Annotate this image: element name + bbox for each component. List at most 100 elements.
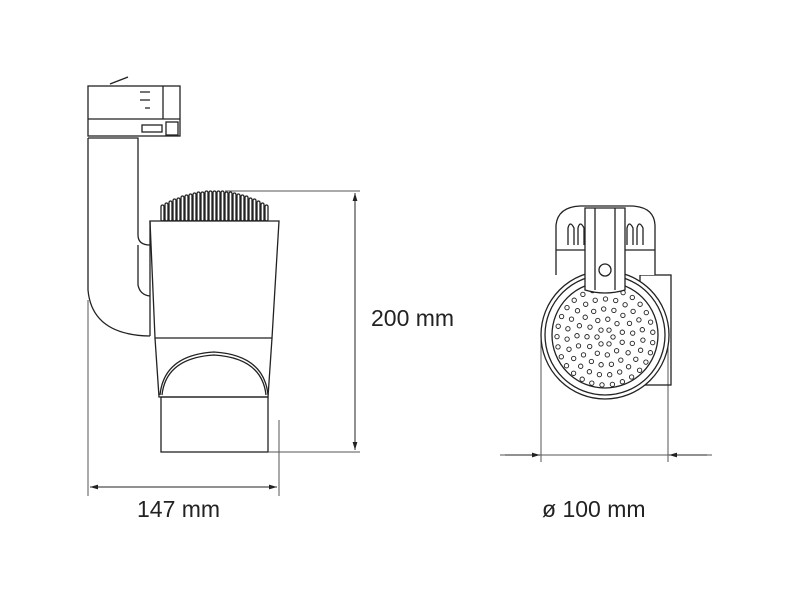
led-hole <box>578 363 584 369</box>
heatsink-fin <box>200 191 205 222</box>
led-hole <box>610 334 616 340</box>
led-hole <box>574 308 581 314</box>
heatsink-fin <box>236 193 241 222</box>
heatsink-fin <box>196 191 201 222</box>
led-hole <box>639 327 645 333</box>
led-hole <box>628 374 635 380</box>
led-hole <box>611 307 617 314</box>
led-hole <box>643 359 649 365</box>
body-upper <box>149 220 280 339</box>
led-hole <box>558 313 565 320</box>
heatsink-fins <box>160 190 269 222</box>
led-hole <box>582 314 588 320</box>
led-hole <box>596 371 603 378</box>
led-hole <box>589 380 595 386</box>
led-hole <box>595 317 601 324</box>
heatsink-fin <box>264 204 269 222</box>
led-hole <box>637 301 643 307</box>
heatsink-fin <box>188 193 193 222</box>
pivot-screw <box>598 263 612 277</box>
height-label: 200 mm <box>371 305 455 331</box>
led-hole <box>650 329 656 335</box>
led-hole <box>607 372 613 378</box>
led-hole <box>564 336 570 342</box>
heatsink-fin <box>260 202 265 222</box>
led-hole <box>575 343 582 349</box>
heatsink-fin <box>252 198 257 222</box>
led-hole <box>630 308 636 315</box>
led-hole <box>598 341 604 347</box>
led-hole <box>594 350 600 356</box>
led-hole <box>617 369 623 375</box>
led-hole <box>629 340 635 347</box>
heatsink-fin <box>220 190 225 222</box>
led-hole <box>570 370 577 376</box>
led-hole <box>643 309 649 316</box>
led-hole <box>592 297 598 303</box>
led-hole <box>587 324 593 330</box>
led-hole <box>555 344 561 350</box>
led-hole <box>602 296 609 302</box>
led-hole <box>588 358 595 365</box>
led-hole <box>586 369 593 375</box>
heatsink-fin <box>208 190 213 222</box>
led-hole <box>647 350 654 356</box>
heatsink-fin <box>172 198 177 222</box>
led-hole <box>591 308 597 315</box>
heatsink-fin <box>224 191 229 222</box>
led-hole <box>580 352 587 358</box>
led-hole <box>605 316 611 322</box>
led-hole <box>579 376 585 382</box>
led-hole <box>606 327 612 333</box>
led-hole <box>568 316 575 322</box>
led-hole <box>565 326 571 332</box>
led-hole <box>576 323 583 329</box>
front-view <box>540 205 672 400</box>
led-hole <box>647 319 654 325</box>
led-hole <box>614 320 620 327</box>
dimension-lines <box>87 190 712 496</box>
led-hole <box>604 352 610 358</box>
track-adapter <box>87 76 181 137</box>
led-hole <box>583 301 589 307</box>
led-hole <box>609 381 616 388</box>
led-hole <box>571 297 577 303</box>
heatsink-fin <box>164 202 169 222</box>
mounting-yoke <box>584 207 626 294</box>
led-hole <box>555 323 561 329</box>
led-hole <box>606 341 612 347</box>
led-hole <box>619 329 625 335</box>
heatsink-fin <box>240 194 245 222</box>
led-hole <box>636 317 642 323</box>
led-hole <box>566 346 572 352</box>
led-hole <box>629 294 635 301</box>
side-view <box>87 76 280 453</box>
led-hole <box>598 327 604 333</box>
led-hole <box>580 291 586 298</box>
led-hole <box>622 302 628 308</box>
led-hole <box>554 333 560 340</box>
heatsink-fin <box>212 190 217 222</box>
heatsink-fin <box>232 192 237 222</box>
led-hole <box>594 334 600 340</box>
led-hole <box>620 312 626 319</box>
lens-cylinder <box>160 396 269 453</box>
heatsink-fin <box>184 194 189 222</box>
led-hole <box>630 330 636 336</box>
led-hole <box>574 333 580 339</box>
led-hole <box>601 306 607 312</box>
led-hole <box>626 320 633 327</box>
heatsink-fin <box>248 197 253 222</box>
led-hole <box>619 379 626 385</box>
led-hole <box>619 339 625 345</box>
led-hole <box>640 337 646 343</box>
led-hole <box>599 382 605 388</box>
led-hole <box>558 354 564 360</box>
led-hole <box>598 362 604 368</box>
led-hole <box>584 334 590 340</box>
width-label: 147 mm <box>137 496 221 522</box>
led-hole <box>650 339 656 346</box>
led-hole <box>564 304 570 311</box>
heatsink-fin <box>176 197 181 222</box>
